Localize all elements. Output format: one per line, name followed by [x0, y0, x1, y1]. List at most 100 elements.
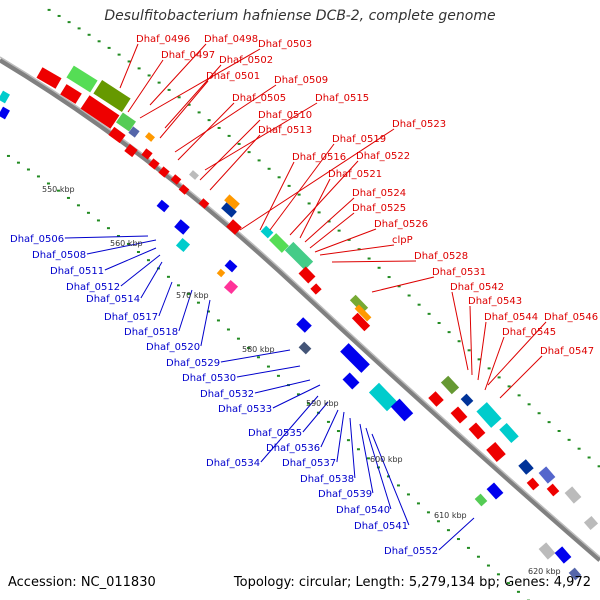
label-leader [304, 197, 355, 243]
tick-mark [26, 168, 30, 171]
tick-mark [527, 403, 531, 406]
reverse-gene-label: Dhaf_0552 [384, 546, 438, 557]
label-leader [314, 228, 377, 253]
gene-feature [216, 268, 226, 278]
tick-mark [507, 385, 511, 388]
tick-mark [486, 564, 490, 567]
gene-feature [310, 283, 322, 295]
gene-feature [583, 515, 599, 531]
gene-feature [538, 542, 556, 560]
gene-feature [476, 402, 502, 428]
tick-mark [427, 312, 431, 315]
tick-mark [447, 331, 451, 334]
reverse-gene-label: Dhaf_0536 [266, 443, 320, 454]
forward-gene-label: clpP [392, 235, 413, 246]
forward-gene-label: Dhaf_0545 [502, 327, 556, 338]
tick-mark [147, 74, 151, 77]
reverse-gene-label: Dhaf_0517 [104, 312, 158, 323]
gene-feature [145, 132, 155, 142]
tick-mark [16, 161, 20, 164]
genome-backbone [0, 57, 600, 562]
tick-mark [177, 96, 181, 99]
gene-feature [148, 158, 160, 170]
tick-mark [346, 439, 350, 442]
gene-feature [450, 406, 468, 424]
label-leader [140, 261, 163, 299]
tick-mark [366, 457, 370, 460]
label-leader [272, 384, 321, 409]
gene-feature [66, 65, 98, 93]
gene-feature [538, 466, 556, 484]
reverse-gene-label: Dhaf_0534 [206, 458, 260, 469]
tick-mark [287, 184, 291, 187]
forward-gene-label: Dhaf_0497 [161, 50, 215, 61]
gene-feature [221, 202, 237, 218]
tick-mark [456, 538, 460, 541]
label-leader [236, 365, 301, 378]
gene-feature [351, 312, 371, 332]
label-leader [127, 59, 164, 113]
tick-mark [56, 189, 60, 192]
forward-gene-label: Dhaf_0516 [292, 152, 346, 163]
label-leader [320, 409, 339, 448]
tick-mark [307, 202, 311, 205]
label-leader [86, 239, 157, 255]
label-leader [139, 48, 261, 119]
tick-mark [6, 154, 10, 157]
label-leader [220, 349, 291, 363]
gene-feature [486, 482, 504, 500]
tick-mark [126, 242, 130, 245]
forward-gene-label: Dhaf_0505 [232, 93, 286, 104]
gene-feature [499, 422, 519, 444]
forward-gene-label: Dhaf_0522 [356, 151, 410, 162]
tick-mark [517, 394, 521, 397]
gene-feature [296, 317, 312, 333]
label-leader [359, 423, 374, 494]
tick-mark [367, 257, 371, 260]
gene-feature [36, 67, 62, 89]
tick-mark [407, 294, 411, 297]
tick-mark [186, 292, 190, 295]
tick-mark [347, 238, 351, 241]
tick-mark [67, 21, 71, 24]
label-leader [199, 119, 261, 181]
backbone-highlight [0, 56, 600, 558]
gene-feature [349, 294, 369, 314]
tick-mark [496, 573, 500, 576]
label-leader [484, 336, 505, 391]
tick-mark [267, 167, 271, 170]
gene-feature [60, 84, 82, 104]
accession-text: Accession: NC_011830 [8, 575, 156, 590]
forward-gene-label: Dhaf_0502 [219, 55, 273, 66]
tick-mark [356, 448, 360, 451]
gene-feature [116, 112, 136, 132]
tick-mark [397, 285, 401, 288]
forward-gene-label: Dhaf_0519 [332, 134, 386, 145]
forward-gene-label: Dhaf_0523 [392, 119, 446, 130]
gene-feature [440, 375, 460, 395]
tick-mark [436, 520, 440, 523]
gene-feature [428, 391, 444, 407]
label-leader [319, 244, 395, 256]
label-leader [336, 411, 345, 463]
tick-mark [386, 475, 390, 478]
tick-mark [206, 310, 210, 313]
tick-mark [587, 456, 591, 459]
tick-mark [187, 103, 191, 106]
tick-mark [467, 349, 471, 352]
tick-mark [116, 234, 120, 237]
label-leader [174, 84, 277, 153]
tick-mark [227, 134, 231, 137]
reverse-gene-label: Dhaf_0520 [146, 342, 200, 353]
kbp-scale-label: 560 kbp [110, 239, 143, 248]
tick-mark [36, 175, 40, 178]
kbp-scale-label: 600 kbp [370, 455, 403, 464]
label-leader [477, 321, 487, 381]
label-leader [149, 43, 207, 106]
reverse-gene-label: Dhaf_0532 [200, 389, 254, 400]
forward-gene-label: Dhaf_0513 [258, 125, 312, 136]
gene-feature [170, 174, 182, 185]
label-leader [371, 433, 410, 526]
